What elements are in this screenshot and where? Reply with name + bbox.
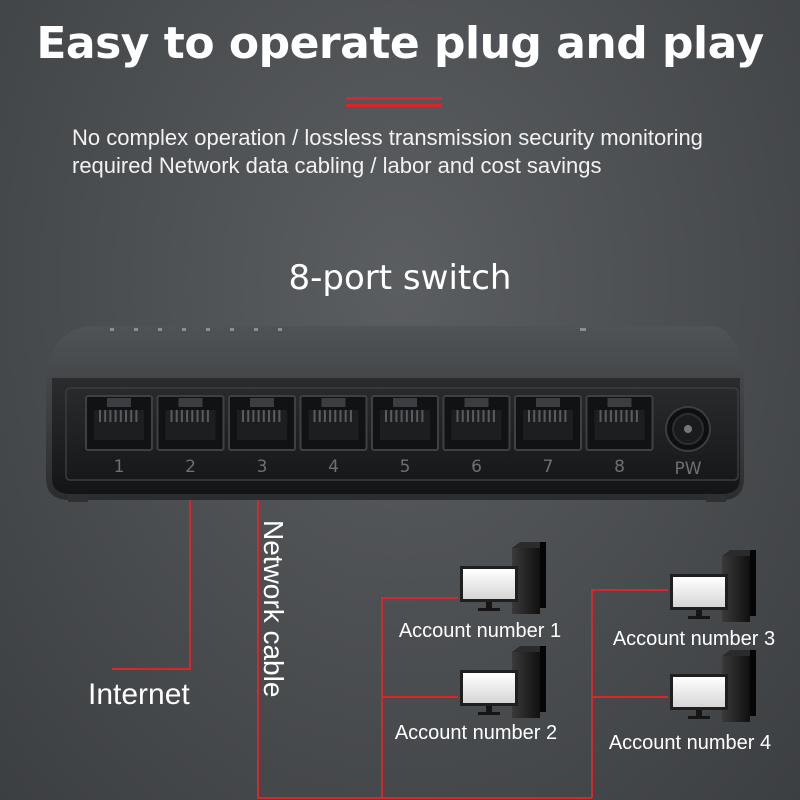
- port-number-label: 4: [328, 457, 339, 477]
- headline-accent-line-top: [346, 97, 442, 100]
- account-1-label: Account number 1: [399, 620, 561, 642]
- headline: Easy to operate plug and play: [36, 18, 764, 69]
- subtitle-line-1: No complex operation / lossless transmis…: [72, 125, 703, 150]
- device-label: 8-port switch: [288, 258, 512, 298]
- led-dot: [278, 328, 282, 331]
- rj45-port-icon: 5: [371, 395, 439, 477]
- cable-to-account-1: [381, 597, 458, 798]
- internet-label: Internet: [88, 678, 190, 711]
- port-number-label: 5: [400, 457, 411, 477]
- port-row: 1 2 3 4 5 6 7 8: [85, 395, 654, 477]
- port-number-label: 2: [185, 457, 196, 477]
- desktop-computer-icon: [460, 646, 546, 718]
- rj45-port-icon: 7: [514, 395, 582, 477]
- cable-to-account-3: [591, 589, 668, 798]
- led-dot: [230, 328, 234, 331]
- account-4-label: Account number 4: [609, 732, 771, 754]
- led-dot: [134, 328, 138, 331]
- desktop-computer-icon: [460, 542, 546, 614]
- subtitle-line-2: required Network data cabling / labor an…: [72, 153, 602, 178]
- port-number-label: 8: [614, 457, 625, 477]
- network-cable-label: Network cable: [258, 520, 289, 697]
- switch-device-icon: 1 2 3 4 5 6 7 8 PW: [46, 326, 744, 502]
- power-led: [580, 328, 586, 331]
- rj45-port-icon: 2: [156, 395, 225, 477]
- desktop-computer-icon: [670, 650, 756, 722]
- led-dot: [254, 328, 258, 331]
- desktop-computer-icon: [670, 550, 756, 622]
- computer-group: [460, 542, 756, 722]
- account-2-label: Account number 2: [395, 722, 557, 744]
- led-dot: [158, 328, 162, 331]
- power-label: PW: [674, 459, 701, 479]
- port-number-label: 6: [471, 457, 482, 477]
- led-dot: [206, 328, 210, 331]
- cable-lines: [112, 500, 668, 799]
- power-jack-icon: [665, 406, 711, 452]
- port-number-label: 1: [114, 457, 125, 477]
- cable-network-trunk: [257, 500, 592, 799]
- rj45-port-icon: 6: [442, 395, 511, 477]
- headline-accent-line-bottom: [346, 104, 442, 107]
- led-indicators: [110, 328, 586, 331]
- account-3-label: Account number 3: [613, 628, 775, 650]
- port-number-label: 7: [543, 457, 554, 477]
- led-dot: [110, 328, 114, 331]
- subtitle: No complex operation / lossless transmis…: [72, 124, 772, 180]
- rj45-port-icon: 1: [85, 395, 153, 477]
- port-number-label: 3: [257, 457, 268, 477]
- led-dot: [182, 328, 186, 331]
- rj45-port-icon: 3: [228, 395, 296, 477]
- rj45-port-icon: 4: [299, 395, 368, 477]
- rj45-port-icon: 8: [585, 395, 654, 477]
- cable-internet: [112, 500, 191, 670]
